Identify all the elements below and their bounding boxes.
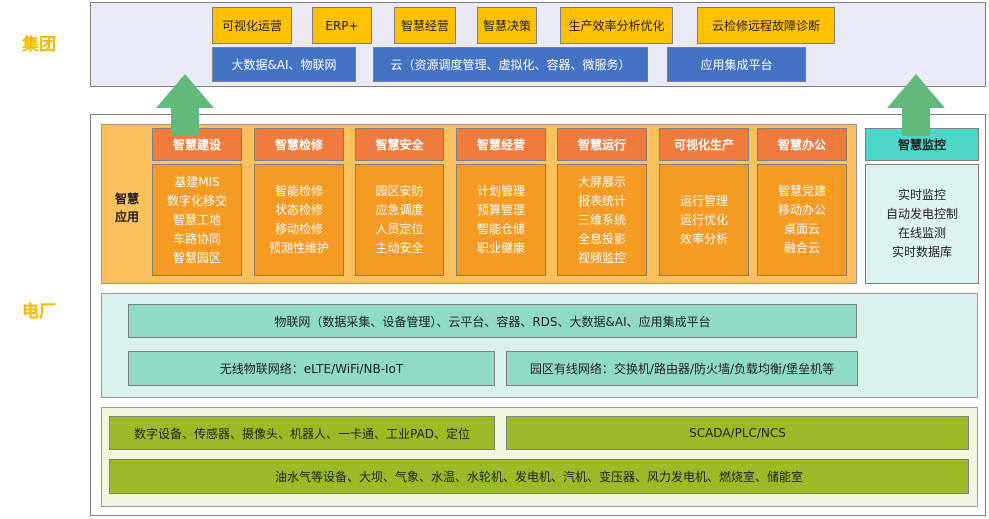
platform-wired: 园区有线网络：交换机/路由器/防火墙/负载均衡/堡垒机等: [506, 351, 858, 386]
list-item: 智能仓储: [476, 222, 525, 236]
group-bigdata-iot: 大数据&AI、物联网: [212, 47, 356, 82]
app-head-maintenance: 智慧检修: [254, 128, 344, 161]
list-item: 实时监控: [897, 188, 946, 202]
up-arrow-right-icon: [887, 74, 945, 136]
platform-iot: 物联网（数据采集、设备管理）、云平台、容器、RDS、大数据&AI、应用集成平台: [128, 304, 857, 338]
list-item: 大屏展示: [577, 174, 626, 189]
list-item: 移动办公: [777, 203, 826, 217]
app-body-operation: 大屏展示 报表统计 三维系统 全息投影 视频监控: [557, 164, 647, 276]
app-head-safety: 智慧安全: [355, 128, 444, 161]
list-item: 融合云: [783, 241, 820, 255]
list-item: 效率分析: [679, 232, 728, 246]
device-equipment: 油水气等设备、大坝、气象、水温、水轮机、发电机、汽机、变压器、风力发电机、燃烧室…: [109, 459, 969, 494]
list-item: 智慧党建: [777, 184, 826, 198]
list-item: 运行优化: [679, 213, 728, 227]
list-item: 在线监测: [897, 226, 946, 240]
plant-label: 电厂: [22, 302, 56, 322]
app-body-visual-production: 运行管理 运行优化 效率分析: [659, 164, 749, 276]
device-sensors: 数字设备、传感器、摄像头、机器人、一卡通、工业PAD、定位: [109, 416, 495, 450]
list-item: 计划管理: [476, 184, 525, 198]
list-item: 园区安防: [375, 184, 424, 198]
list-item: 应急调度: [375, 203, 424, 217]
app-body-maintenance: 智能检修 状态检修 移动检修 预测性维护: [254, 164, 344, 276]
list-item: 视频监控: [577, 250, 626, 265]
app-head-office: 智慧办公: [757, 128, 847, 161]
group-smart-business: 智慧经营: [394, 7, 456, 44]
platform-wireless: 无线物联网络：eLTE/WiFi/NB-IoT: [128, 351, 495, 386]
list-item: 报表统计: [577, 193, 626, 208]
list-item: 预测性维护: [268, 241, 329, 255]
app-head-construction: 智慧建设: [152, 128, 242, 161]
app-body-office: 智慧党建 移动办公 桌面云 融合云: [757, 164, 847, 276]
up-arrow-left-icon: [156, 74, 214, 136]
list-item: 数字化移交: [166, 193, 227, 208]
app-body-business: 计划管理 预算管理 智能仓储 职业健康: [456, 164, 546, 276]
list-item: 职业健康: [476, 241, 525, 255]
list-item: 主动安全: [375, 241, 424, 255]
list-item: 人员定位: [375, 222, 424, 236]
list-item: 基建MIS: [174, 174, 220, 189]
list-item: 全息投影: [577, 231, 626, 246]
app-head-business: 智慧经营: [456, 128, 546, 161]
device-scada: SCADA/PLC/NCS: [506, 416, 969, 450]
group-app-integration: 应用集成平台: [667, 47, 806, 82]
list-item: 预算管理: [476, 203, 525, 217]
list-item: 智慧园区: [172, 250, 221, 265]
list-item: 智能检修: [274, 184, 323, 198]
group-smart-decision: 智慧决策: [477, 7, 537, 44]
app-head-visual-production: 可视化生产: [659, 128, 749, 161]
group-efficiency-analysis: 生产效率分析优化: [560, 7, 673, 44]
app-head-operation: 智慧运行: [557, 128, 647, 161]
list-item: 桌面云: [783, 222, 820, 236]
group-visual-ops: 可视化运营: [212, 7, 292, 44]
group-cloud: 云（资源调度管理、虚拟化、容器、微服务）: [373, 47, 648, 82]
list-item: 三维系统: [577, 212, 626, 227]
group-remote-diagnosis: 云检修远程故障诊断: [697, 7, 835, 44]
list-item: 运行管理: [679, 194, 728, 208]
group-erp: ERP+: [312, 7, 372, 44]
list-item: 智慧工地: [172, 212, 221, 227]
monitor-body: 实时监控 自动发电控制 在线监测 实时数据库: [865, 164, 979, 284]
app-body-safety: 园区安防 应急调度 人员定位 主动安全: [355, 164, 444, 276]
group-label: 集团: [22, 35, 56, 55]
list-item: 实时数据库: [891, 245, 952, 259]
list-item: 车路协同: [172, 231, 221, 246]
app-body-construction: 基建MIS 数字化移交 智慧工地 车路协同 智慧园区: [152, 164, 242, 276]
smart-app-label: 智慧 应用: [114, 192, 139, 224]
list-item: 自动发电控制: [885, 207, 958, 221]
list-item: 移动检修: [274, 222, 323, 236]
list-item: 状态检修: [274, 203, 323, 217]
